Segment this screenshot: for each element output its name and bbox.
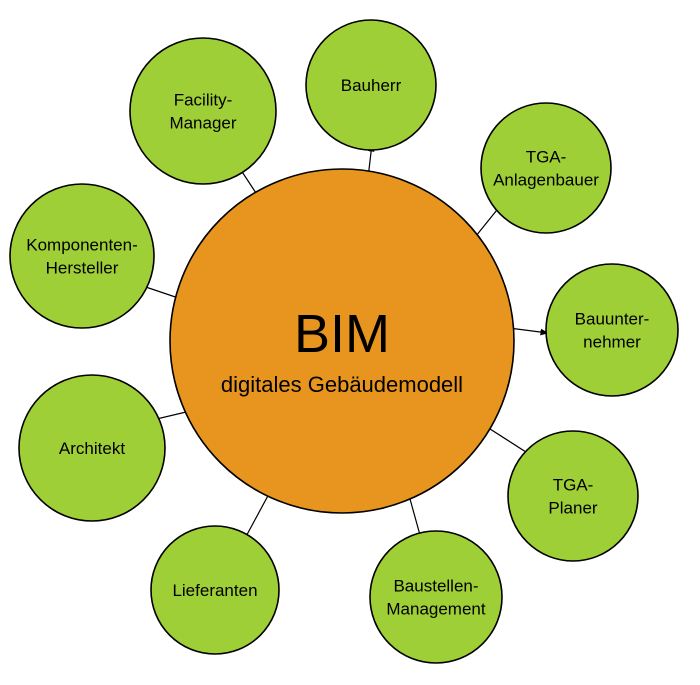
node-komponenten-hersteller: Komponenten- Hersteller — [9, 183, 155, 329]
node-facility-manager: Facility- Manager — [129, 37, 277, 185]
hub-title: BIM — [294, 304, 390, 364]
node-label-komponenten-hersteller-2: Hersteller — [46, 259, 119, 278]
node-label-facility-manager-1: Facility- — [174, 91, 233, 110]
node-circle-tga-anlagenbauer — [480, 102, 612, 234]
stakeholder-nodes: BauherrTGA-AnlagenbauerBauunter-nehmerTG… — [9, 19, 679, 664]
node-circle-architekt — [18, 374, 166, 522]
node-circle-tga-planer — [507, 430, 639, 562]
node-circle-lieferanten — [150, 525, 280, 655]
node-label-baustellen-management-1: Baustellen- — [393, 577, 478, 596]
node-baustellen-management: Baustellen- Management — [369, 530, 503, 664]
node-label-bauunternehmer-1: Bauunter- — [575, 310, 650, 329]
node-circle-komponenten-hersteller — [9, 183, 155, 329]
node-label-architekt-1: Architekt — [59, 439, 125, 458]
node-label-baustellen-management-2: Management — [386, 600, 486, 619]
bim-hub: BIM digitales Gebäudemodell — [169, 168, 515, 514]
node-label-facility-manager-2: Manager — [169, 114, 236, 133]
node-label-bauunternehmer-2: nehmer — [583, 333, 641, 352]
node-circle-bauunternehmer — [545, 263, 679, 397]
node-label-tga-planer-2: Planer — [548, 499, 597, 518]
node-circle-bauherr — [305, 19, 437, 151]
node-label-lieferanten-1: Lieferanten — [172, 581, 257, 600]
node-label-bauherr-1: Bauherr — [341, 76, 402, 95]
node-circle-baustellen-management — [369, 530, 503, 664]
node-bauherr: Bauherr — [305, 19, 437, 151]
node-tga-planer: TGA- Planer — [507, 430, 639, 562]
node-label-tga-planer-1: TGA- — [553, 476, 594, 495]
node-label-tga-anlagenbauer-1: TGA- — [526, 148, 567, 167]
node-bauunternehmer: Bauunter-nehmer — [545, 263, 679, 397]
node-lieferanten: Lieferanten — [150, 525, 280, 655]
node-tga-anlagenbauer: TGA- Anlagenbauer — [480, 102, 612, 234]
hub-subtitle: digitales Gebäudemodell — [221, 372, 463, 397]
node-architekt: Architekt — [18, 374, 166, 522]
hub-circle — [169, 168, 515, 514]
node-label-komponenten-hersteller-1: Komponenten- — [26, 236, 138, 255]
node-label-tga-anlagenbauer-2: Anlagenbauer — [493, 171, 599, 190]
node-circle-facility-manager — [129, 37, 277, 185]
